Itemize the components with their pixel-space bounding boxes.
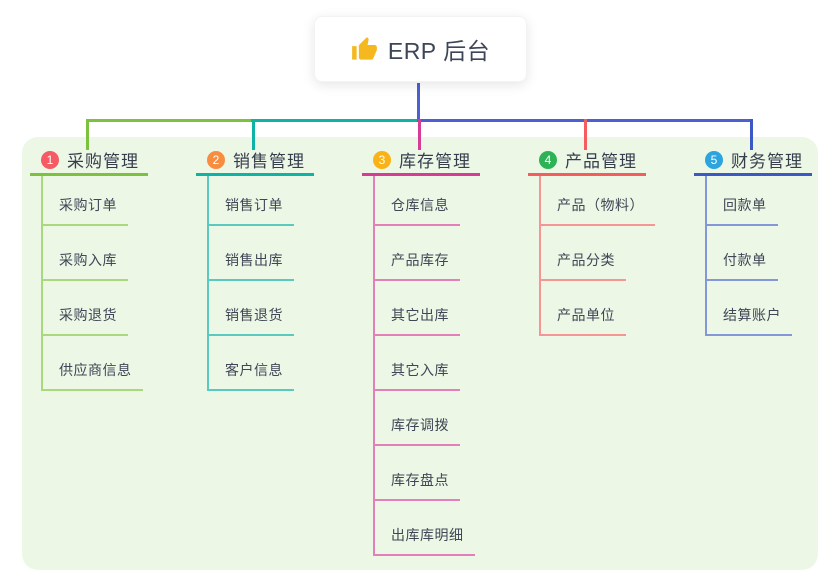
branch-drop-line — [584, 119, 587, 150]
branch-label[interactable]: 1 采购管理 — [30, 146, 148, 176]
child-label: 库存调拨 — [375, 415, 460, 446]
child-item[interactable]: 产品（物料） — [541, 176, 690, 226]
branch-财务管理: 5 财务管理回款单付款单结算账户 — [694, 146, 839, 336]
child-label: 其它出库 — [375, 305, 460, 336]
child-item[interactable]: 库存盘点 — [375, 446, 524, 501]
branch-label[interactable]: 4 产品管理 — [528, 146, 646, 176]
child-label: 销售退货 — [209, 305, 294, 336]
branch-label[interactable]: 3 库存管理 — [362, 146, 480, 176]
hline-segment-green — [86, 119, 254, 122]
branch-title: 产品管理 — [565, 152, 637, 171]
child-item[interactable]: 销售出库 — [209, 226, 358, 281]
root-drop-line — [417, 83, 420, 121]
child-label: 采购入库 — [43, 250, 128, 281]
child-label: 产品（物料） — [541, 195, 655, 226]
child-item[interactable]: 其它入库 — [375, 336, 524, 391]
branch-children: 采购订单采购入库采购退货供应商信息 — [41, 176, 192, 391]
branch-children: 销售订单销售出库销售退货客户信息 — [207, 176, 358, 391]
branch-children: 仓库信息产品库存其它出库其它入库库存调拨库存盘点出库库明细 — [373, 176, 524, 556]
child-label: 产品单位 — [541, 305, 626, 336]
root-title: ERP 后台 — [387, 38, 491, 64]
branch-drop-line — [252, 119, 255, 150]
branch-销售管理: 2 销售管理销售订单销售出库销售退货客户信息 — [196, 146, 358, 391]
child-item[interactable]: 供应商信息 — [43, 336, 192, 391]
child-label: 客户信息 — [209, 360, 294, 391]
child-item[interactable]: 采购退货 — [43, 281, 192, 336]
branch-number-badge: 5 — [705, 150, 723, 169]
child-item[interactable]: 客户信息 — [209, 336, 358, 391]
branch-库存管理: 3 库存管理仓库信息产品库存其它出库其它入库库存调拨库存盘点出库库明细 — [362, 146, 524, 556]
branch-drop-line — [750, 119, 753, 150]
branch-number-badge: 3 — [373, 150, 391, 169]
child-label: 供应商信息 — [43, 360, 143, 391]
child-item[interactable]: 产品分类 — [541, 226, 690, 281]
child-item[interactable]: 其它出库 — [375, 281, 524, 336]
branch-采购管理: 1 采购管理采购订单采购入库采购退货供应商信息 — [30, 146, 192, 391]
child-label: 采购退货 — [43, 305, 128, 336]
branch-drop-line — [86, 119, 89, 150]
child-item[interactable]: 采购订单 — [43, 176, 192, 226]
branch-title: 库存管理 — [399, 152, 471, 171]
branches-panel: 1 采购管理采购订单采购入库采购退货供应商信息 2 销售管理销售订单销售出库销售退货客… — [22, 137, 818, 570]
child-label: 销售订单 — [209, 195, 294, 226]
branch-children: 产品（物料） 产品分类产品单位 — [539, 176, 690, 336]
branch-title: 销售管理 — [233, 152, 305, 171]
child-item[interactable]: 产品单位 — [541, 281, 690, 336]
branch-title: 采购管理 — [67, 152, 139, 171]
child-item[interactable]: 销售订单 — [209, 176, 358, 226]
child-item[interactable]: 结算账户 — [707, 281, 839, 336]
child-label: 其它入库 — [375, 360, 460, 391]
branch-number-badge: 2 — [207, 150, 225, 169]
thumbs-up-path — [351, 36, 377, 60]
child-label: 库存盘点 — [375, 470, 460, 501]
branch-number-badge: 4 — [539, 150, 557, 169]
child-item[interactable]: 产品库存 — [375, 226, 524, 281]
child-label: 结算账户 — [707, 305, 792, 336]
child-label: 付款单 — [707, 250, 778, 281]
child-item[interactable]: 回款单 — [707, 176, 839, 226]
branch-number-badge: 1 — [41, 150, 59, 169]
thumbs-up-icon — [351, 36, 377, 60]
branch-产品管理: 4 产品管理产品（物料） 产品分类产品单位 — [528, 146, 690, 336]
child-label: 仓库信息 — [375, 195, 460, 226]
child-item[interactable]: 库存调拨 — [375, 391, 524, 446]
branch-label[interactable]: 2 销售管理 — [196, 146, 314, 176]
child-item[interactable]: 仓库信息 — [375, 176, 524, 226]
branch-drop-line — [418, 119, 421, 150]
child-item[interactable]: 付款单 — [707, 226, 839, 281]
child-label: 采购订单 — [43, 195, 128, 226]
hline-segment-teal — [251, 119, 420, 122]
branch-label[interactable]: 5 财务管理 — [694, 146, 812, 176]
branch-children: 回款单付款单结算账户 — [705, 176, 839, 336]
child-item[interactable]: 采购入库 — [43, 226, 192, 281]
child-label: 出库库明细 — [375, 525, 475, 556]
child-label: 回款单 — [707, 195, 778, 226]
child-label: 销售出库 — [209, 250, 294, 281]
child-label: 产品分类 — [541, 250, 626, 281]
root-node[interactable]: ERP 后台 — [314, 16, 527, 82]
child-label: 产品库存 — [375, 250, 460, 281]
child-item[interactable]: 销售退货 — [209, 281, 358, 336]
branch-title: 财务管理 — [731, 152, 803, 171]
child-item[interactable]: 出库库明细 — [375, 501, 524, 556]
